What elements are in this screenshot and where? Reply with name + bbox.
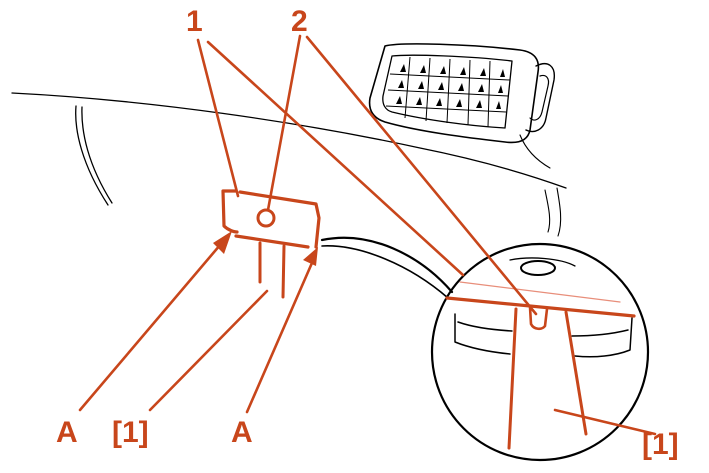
leader-2-to-magnified — [305, 35, 538, 316]
callout-label-bracket-1-right: [1] — [642, 428, 679, 461]
arrowheads — [213, 231, 318, 266]
leader-1-to-magnified — [206, 40, 465, 277]
callout-label-bracket-1-left: [1] — [112, 416, 149, 449]
callout-label-1: 1 — [186, 5, 203, 38]
leader-2-to-hole — [266, 34, 302, 212]
callout-labels: 1 2 A [1] A [1] — [56, 5, 679, 461]
leader-bracket-1-right — [553, 408, 657, 436]
callout-label-2: 2 — [291, 5, 308, 38]
dashboard-outline — [11, 92, 567, 237]
leader-lines — [78, 34, 657, 436]
leader-a-right — [245, 254, 317, 414]
leader-bracket-1-left — [148, 289, 269, 412]
clip-head — [221, 189, 321, 249]
callout-label-a-left: A — [56, 416, 78, 449]
clip-part-small — [221, 189, 321, 299]
leader-a-left — [78, 236, 228, 412]
arrowhead-a-left — [213, 231, 232, 254]
arrowhead-a-right — [303, 247, 318, 266]
callout-label-a-right: A — [231, 416, 253, 449]
leader-1-to-clip — [196, 38, 240, 198]
magnifier-circle — [320, 236, 650, 462]
clip-hole — [256, 208, 276, 228]
clip-part-magnified — [445, 281, 636, 450]
air-vent — [368, 43, 555, 169]
